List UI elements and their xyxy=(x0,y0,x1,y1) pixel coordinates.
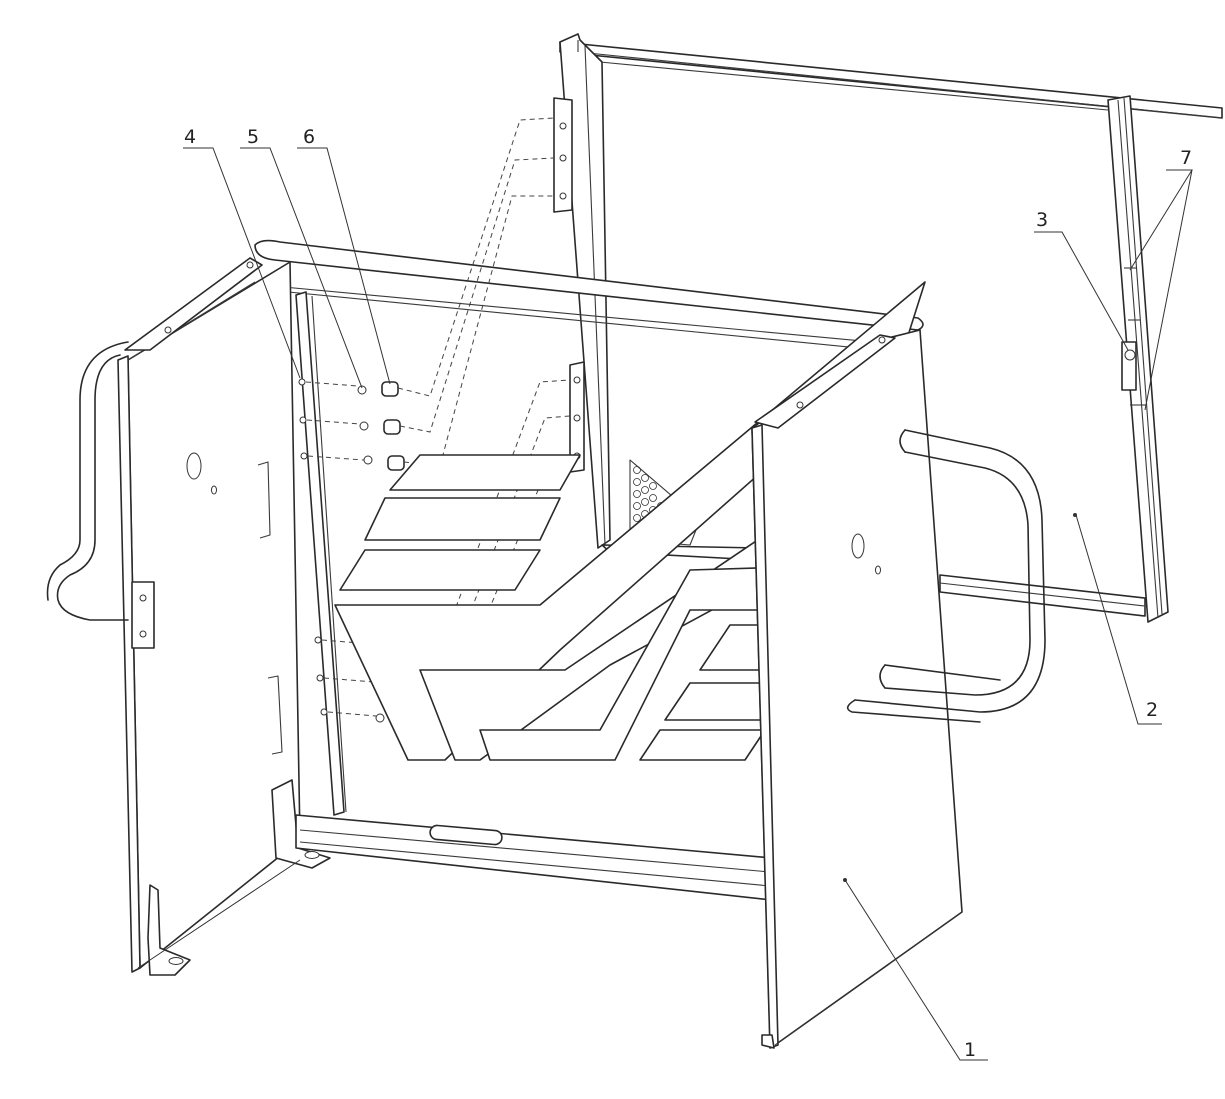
rear-screen-frame xyxy=(553,33,1223,623)
callout-2: 2 xyxy=(1146,699,1158,721)
fastener-group-upper xyxy=(298,378,405,471)
callout-7: 7 xyxy=(1180,147,1192,169)
callout-5: 5 xyxy=(247,126,259,148)
callout-labels: 4 5 6 3 7 2 1 xyxy=(184,126,1192,1061)
callout-4: 4 xyxy=(184,126,196,148)
callout-3: 3 xyxy=(1036,209,1048,231)
decorative-stripes xyxy=(334,281,926,761)
callout-1: 1 xyxy=(964,1039,976,1061)
front-panel xyxy=(751,329,963,1049)
right-handle xyxy=(846,429,1046,723)
callout-6: 6 xyxy=(303,126,315,148)
leader-lines xyxy=(137,147,1193,1061)
